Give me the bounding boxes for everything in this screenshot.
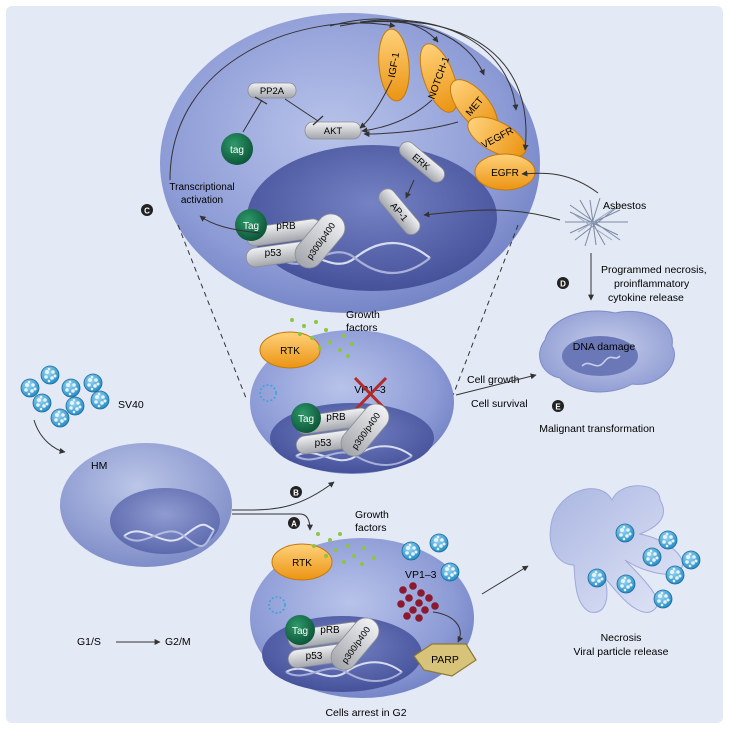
pp2a-label: PP2A — [260, 86, 285, 97]
dna-damage-label: DNA damage — [573, 341, 636, 353]
arrow-to-necrosis — [481, 565, 529, 595]
marker-d-label: D — [560, 280, 566, 289]
pp2a-inhibits-akt — [284, 98, 319, 122]
programmed-label-3: cytokine release — [608, 292, 684, 304]
arrow-met-akt — [363, 121, 459, 137]
parp-enzyme: PARP — [413, 643, 477, 677]
tag-b-label: Tag — [298, 414, 314, 425]
p53-top-label: p53 — [265, 248, 282, 259]
marker-b-label: B — [293, 489, 299, 498]
prb-b-label: pRB — [326, 412, 346, 423]
cell-survival-label: Cell survival — [471, 398, 528, 410]
asbestos-label: Asbestos — [603, 200, 646, 212]
marker-e-label: E — [555, 403, 561, 412]
tbar-akt — [312, 115, 324, 126]
growth-factors-b-2: factors — [346, 322, 378, 334]
arrow-to-egfr — [369, 20, 529, 151]
arrow-to-met — [339, 21, 485, 76]
arrow-granules-parp — [432, 611, 464, 643]
marker-a-label: A — [291, 520, 297, 529]
marker-d: D — [557, 277, 569, 289]
parp-label: PARP — [431, 654, 459, 666]
vp13-a-label: VP1–3 — [405, 569, 437, 581]
arrow-hm-to-a — [232, 513, 313, 531]
zoom-line-left — [177, 224, 247, 399]
cells-arrest-label: Cells arrest in G2 — [325, 707, 406, 719]
arrow-to-vegfr — [359, 19, 519, 111]
hm-cell — [60, 443, 232, 567]
damaged-cell — [539, 310, 675, 393]
receptor-notch1: NOTCH-1 — [419, 43, 459, 113]
growth-factors-a-1: Growth — [355, 509, 389, 521]
complex-b: Tag pRB p53 p300/p400 — [291, 403, 390, 457]
arrow-to-damage-cell — [455, 373, 537, 396]
prb-top-label: pRB — [276, 221, 296, 232]
programmed-label-2: proinflammatory — [614, 278, 690, 290]
egfr-label: EGFR — [491, 168, 519, 179]
tag-small: tag — [221, 133, 253, 165]
arrow-asbestos-egfr — [521, 170, 599, 194]
growth-factors-b-1: Growth — [346, 309, 380, 321]
receptor-vegfr: VEGFR — [467, 116, 527, 158]
arrow-asbestos-ap1 — [423, 209, 561, 221]
growth-factors-dots-a — [312, 532, 376, 566]
receptor-egfr: EGFR — [474, 153, 536, 191]
p53-b-label: p53 — [315, 438, 332, 449]
marker-c-label: C — [144, 207, 150, 216]
arrow-igf1-akt — [359, 79, 393, 129]
g1s-label: G1/S — [77, 636, 101, 648]
p53-a-label: p53 — [306, 651, 323, 662]
arrow-tag-to-transcription — [199, 215, 261, 234]
complex-a: Tag pRB p53 p300/p400 — [285, 615, 380, 671]
arrow-to-notch1 — [329, 18, 439, 43]
cell-growth-label: Cell growth — [467, 374, 520, 386]
zoom-line-right — [451, 224, 519, 399]
tbar-pp2a — [254, 96, 268, 105]
tag-top-label: Tag — [243, 221, 259, 232]
prb-a-label: pRB — [320, 625, 340, 636]
akt-protein: AKT — [304, 121, 362, 140]
necrotic-cell — [549, 485, 683, 613]
erk-protein: ERK — [399, 141, 445, 183]
g2m-label: G2/M — [165, 636, 191, 648]
rtk-b-label: RTK — [280, 346, 300, 357]
marker-e: E — [552, 400, 564, 412]
transcriptional-label-2: activation — [181, 195, 223, 206]
igf1-label: IGF-1 — [387, 51, 402, 79]
virus-ghost-a — [268, 596, 286, 614]
marker-b: B — [290, 486, 302, 498]
rtk-a: RTK — [271, 543, 333, 581]
sv40-label: SV40 — [118, 399, 144, 411]
malignant-label: Malignant transformation — [539, 423, 655, 435]
tag-a-label: Tag — [292, 626, 308, 637]
programmed-label-1: Programmed necrosis, — [601, 264, 707, 276]
akt-label: AKT — [324, 126, 343, 137]
marker-c: C — [141, 204, 153, 216]
rtk-a-label: RTK — [292, 558, 312, 569]
granules — [397, 582, 439, 622]
arrow-sv40-hm — [33, 419, 66, 454]
tag-small-label: tag — [230, 145, 244, 156]
receptor-igf1: IGF-1 — [378, 28, 410, 102]
arrow-erk-ap1 — [405, 179, 415, 199]
growth-factors-dots-b — [290, 318, 354, 358]
growth-factors-a-2: factors — [355, 522, 387, 534]
tag-inhibits-pp2a — [242, 99, 263, 133]
arrow-notch1-akt — [361, 99, 433, 134]
pp2a-protein: PP2A — [247, 82, 297, 99]
virus-ghost-b — [259, 384, 277, 402]
necrosis-label-1: Necrosis — [601, 632, 642, 644]
asbestos-fibers — [565, 197, 628, 247]
arrow-hm-to-b — [232, 481, 335, 511]
hm-label: HM — [91, 460, 107, 472]
transcriptional-label-1: Transcriptional — [169, 182, 234, 193]
necrosis-label-2: Viral particle release — [574, 646, 669, 658]
marker-a: A — [288, 517, 300, 529]
